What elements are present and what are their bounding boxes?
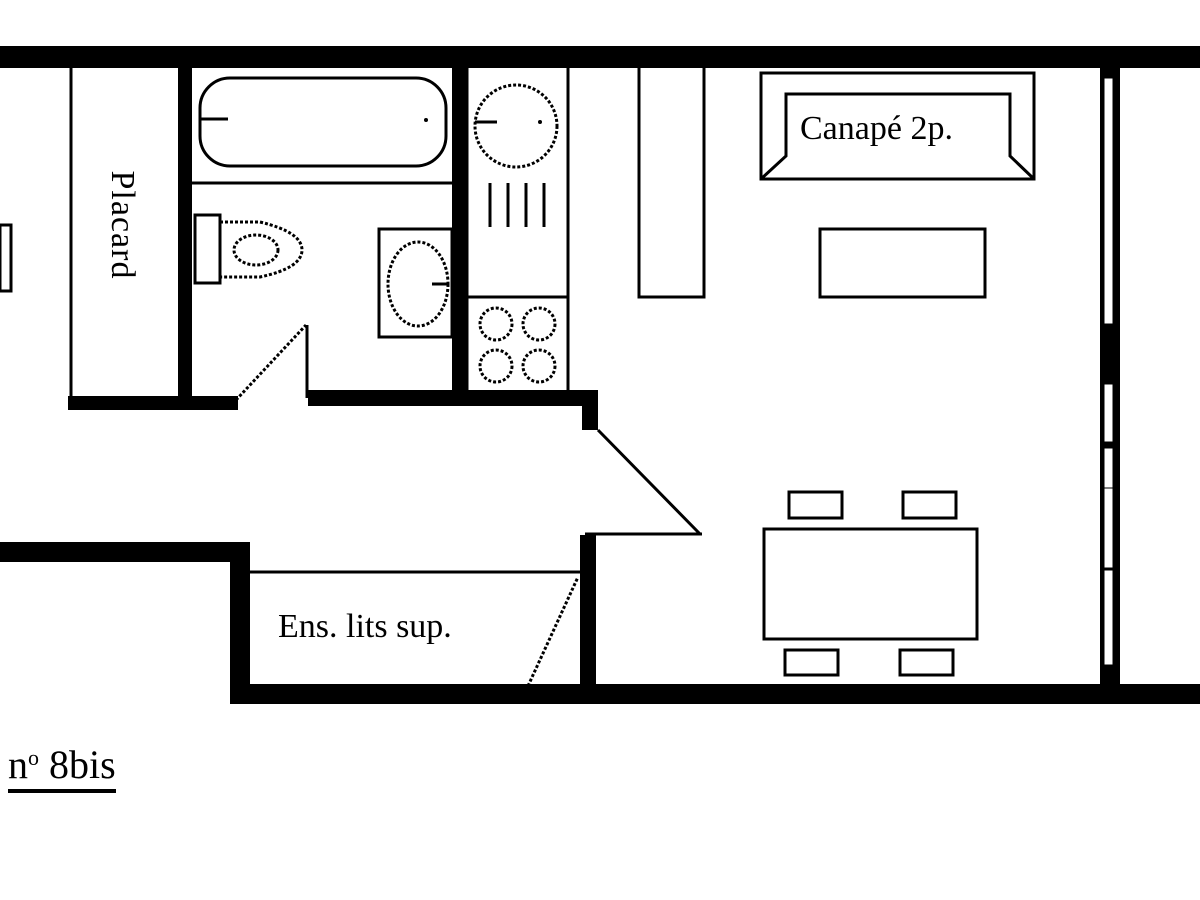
washbasin-cabinet [377, 227, 454, 339]
storage-label: Ens. lits sup. [278, 608, 452, 645]
chair-icon [783, 648, 840, 677]
living-room [637, 64, 1036, 677]
unit-degree: o [28, 745, 39, 770]
storage [248, 570, 580, 687]
bottom-wall [230, 684, 1200, 704]
bathroom [192, 76, 454, 402]
unit-prefix: n [8, 742, 28, 787]
walls [0, 46, 1200, 704]
storage-left-wall [230, 542, 250, 702]
entrance-door-swing [596, 428, 702, 536]
toilet-icon [218, 220, 304, 279]
unit-number: 8bis [49, 742, 116, 787]
kitchen-counter [465, 64, 570, 398]
entrance-door [585, 428, 702, 536]
chair-icon [898, 648, 955, 677]
window-5 [1103, 569, 1114, 666]
left-neighbor-fixture [0, 223, 13, 293]
window-1 [1103, 77, 1114, 325]
window-4 [1103, 487, 1114, 569]
coffee-table-icon [818, 227, 987, 299]
closet-bottom-wall [68, 396, 238, 410]
chair-icon [787, 490, 844, 520]
corridor-bottom-wall [0, 542, 248, 562]
washbasin-icon [386, 240, 450, 328]
bathtub-icon [198, 76, 448, 168]
sofa-icon [759, 92, 1036, 181]
sofa-frame [759, 71, 1036, 181]
entry-jamb-top [582, 390, 598, 430]
unit-number-title: no 8bis [8, 745, 116, 793]
kitchenette [465, 64, 570, 398]
window-2 [1103, 383, 1114, 443]
burner-icon [521, 306, 557, 342]
sofa-label: Canapé 2p. [800, 110, 953, 147]
sink-icon [473, 83, 559, 169]
closet-label: Placard [104, 170, 141, 280]
bathroom-kitchen-bottom-wall [308, 390, 598, 406]
storage-right-wall [580, 535, 596, 695]
toilet-tank [193, 213, 222, 285]
burner-icon [478, 306, 514, 342]
closet-bathroom-wall [178, 62, 192, 406]
dining-table-icon [762, 527, 979, 641]
top-wall [0, 46, 1200, 68]
chair-icon [901, 490, 958, 520]
bathroom-door-swing [234, 323, 308, 402]
burner-icon [521, 348, 557, 384]
bathroom-kitchen-wall [452, 62, 466, 394]
burner-icon [478, 348, 514, 384]
closet [0, 66, 73, 400]
shelf-icon [637, 64, 706, 299]
storage-door-swing [526, 576, 580, 687]
